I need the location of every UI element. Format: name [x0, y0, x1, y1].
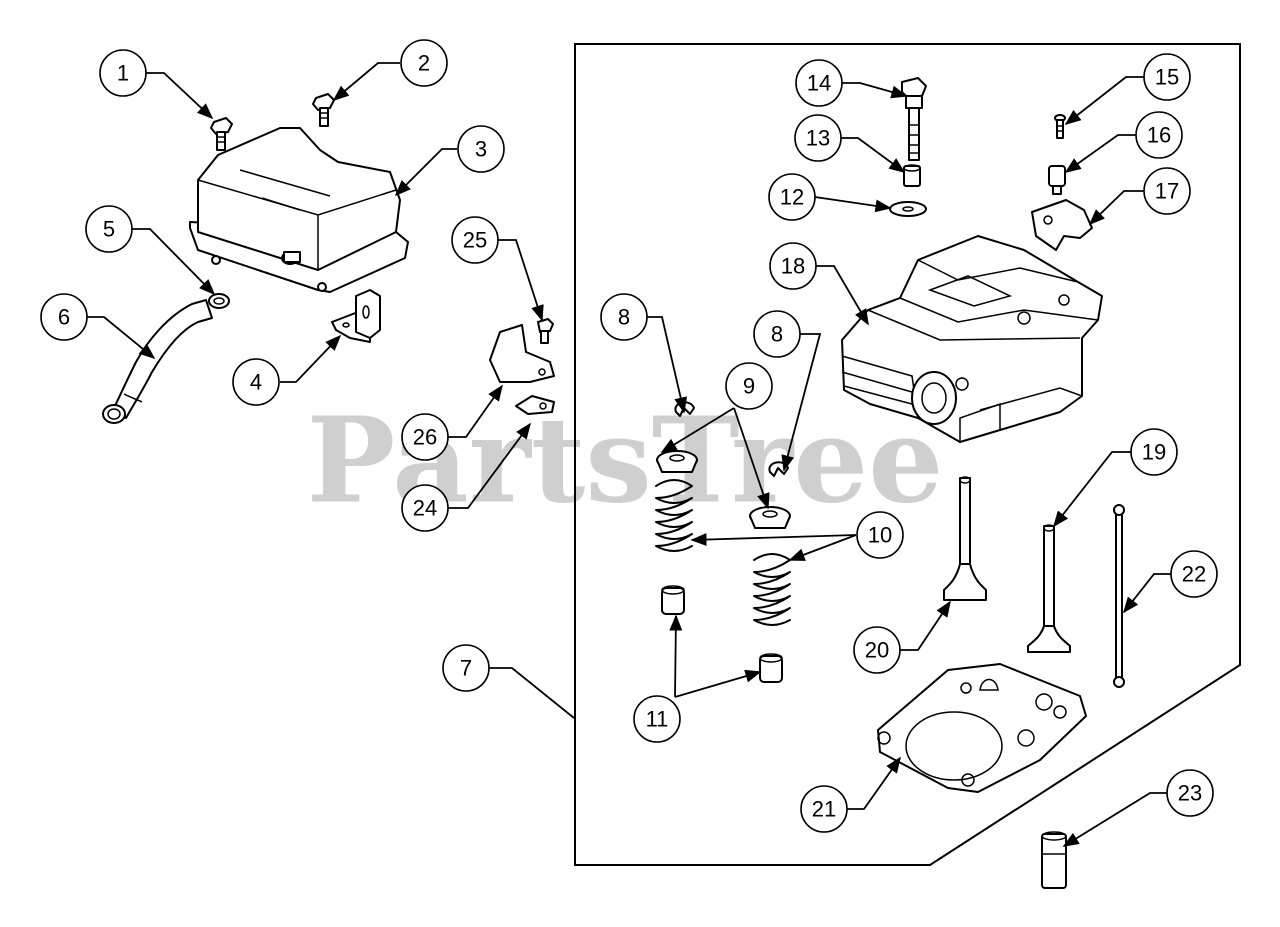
callout-24[interactable]: 24	[401, 484, 449, 532]
callout-2[interactable]: 2	[400, 39, 448, 87]
callout-12[interactable]: 12	[768, 173, 816, 221]
callout-1[interactable]: 1	[99, 49, 147, 97]
callout-20[interactable]: 20	[853, 626, 901, 674]
part-3-valve-cover[interactable]	[189, 127, 409, 293]
part-5-clamp[interactable]	[208, 293, 230, 309]
callout-15[interactable]: 15	[1143, 53, 1191, 101]
callout-16[interactable]: 16	[1135, 111, 1183, 159]
part-19-valve[interactable]	[1027, 524, 1071, 653]
part-16-fitting[interactable]	[1048, 165, 1066, 195]
part-26-shield-plate[interactable]	[489, 324, 555, 383]
callout-18[interactable]: 18	[769, 242, 817, 290]
callout-10[interactable]: 10	[856, 511, 904, 559]
callout-4-label: 4	[250, 370, 262, 395]
callout-4[interactable]: 4	[232, 358, 280, 406]
callout-8-left[interactable]: 8	[600, 293, 648, 341]
callout-16-label: 16	[1147, 123, 1171, 148]
leader-lines	[87, 62, 1171, 847]
callout-17-label: 17	[1155, 179, 1179, 204]
callout-14-label: 14	[807, 71, 831, 96]
part-15-screw[interactable]	[1054, 114, 1066, 139]
callout-10-label: 10	[868, 523, 892, 548]
part-9-retainer-left[interactable]	[656, 450, 698, 473]
part-11-seal-left[interactable]	[661, 585, 685, 615]
callout-14[interactable]: 14	[795, 59, 843, 107]
callout-22[interactable]: 22	[1170, 550, 1218, 598]
part-6-breather-hose[interactable]	[102, 299, 213, 424]
callout-23-label: 23	[1178, 781, 1202, 806]
callout-9[interactable]: 9	[725, 362, 773, 410]
part-17-plate[interactable]	[1031, 199, 1093, 251]
callout-12-label: 12	[780, 185, 804, 210]
callout-1-label: 1	[117, 61, 129, 86]
callout-11[interactable]: 11	[633, 695, 681, 743]
callout-13[interactable]: 13	[794, 114, 842, 162]
callout-8-right[interactable]: 8	[753, 310, 801, 358]
callout-8-right-label: 8	[771, 322, 783, 347]
callout-19-label: 19	[1142, 440, 1166, 465]
part-12-washer[interactable]	[889, 201, 927, 217]
callout-21[interactable]: 21	[800, 785, 848, 833]
callout-26-label: 26	[413, 425, 437, 450]
callout-13-label: 13	[806, 126, 830, 151]
callout-11-label: 11	[646, 707, 669, 732]
callout-7[interactable]: 7	[442, 644, 490, 692]
part-11-seal-right[interactable]	[759, 653, 783, 683]
callout-9-label: 9	[743, 374, 755, 399]
part-2-bolt[interactable]	[312, 93, 335, 127]
part-20-valve[interactable]	[943, 476, 987, 601]
part-25-screw[interactable]	[537, 318, 554, 344]
callout-15-label: 15	[1155, 65, 1179, 90]
part-24-clip[interactable]	[515, 395, 555, 415]
callout-18-label: 18	[781, 254, 805, 279]
callout-5-label: 5	[103, 217, 115, 242]
part-22-push-rod[interactable]	[1113, 504, 1125, 688]
part-14-head-bolt[interactable]	[901, 77, 927, 161]
part-9-retainer-right[interactable]	[749, 506, 791, 529]
callout-22-label: 22	[1182, 562, 1206, 587]
callout-7-label: 7	[460, 656, 472, 681]
callout-3[interactable]: 3	[457, 125, 505, 173]
part-18-cylinder-head[interactable]	[841, 235, 1103, 443]
part-4-bracket[interactable]	[331, 289, 381, 343]
callout-6[interactable]: 6	[40, 293, 88, 341]
part-10-spring-left[interactable]	[655, 479, 693, 552]
part-13-spacer[interactable]	[903, 164, 921, 187]
callout-17[interactable]: 17	[1143, 167, 1191, 215]
callout-2-label: 2	[418, 51, 430, 76]
callout-19[interactable]: 19	[1130, 428, 1178, 476]
part-1-bolt[interactable]	[210, 117, 233, 151]
callout-25[interactable]: 25	[451, 216, 499, 264]
callout-5[interactable]: 5	[85, 205, 133, 253]
callout-21-label: 21	[812, 797, 836, 822]
callout-20-label: 20	[865, 638, 889, 663]
callout-24-label: 24	[413, 496, 437, 521]
callout-26[interactable]: 26	[401, 413, 449, 461]
callout-6-label: 6	[58, 305, 70, 330]
callout-8-left-label: 8	[618, 305, 630, 330]
part-10-spring-right[interactable]	[753, 553, 791, 626]
assembly-frame	[574, 43, 1241, 866]
callout-25-label: 25	[463, 228, 487, 253]
part-21-head-gasket[interactable]	[877, 663, 1087, 793]
callout-23[interactable]: 23	[1166, 769, 1214, 817]
callout-3-label: 3	[475, 137, 487, 162]
part-23-tappet[interactable]	[1041, 831, 1067, 889]
